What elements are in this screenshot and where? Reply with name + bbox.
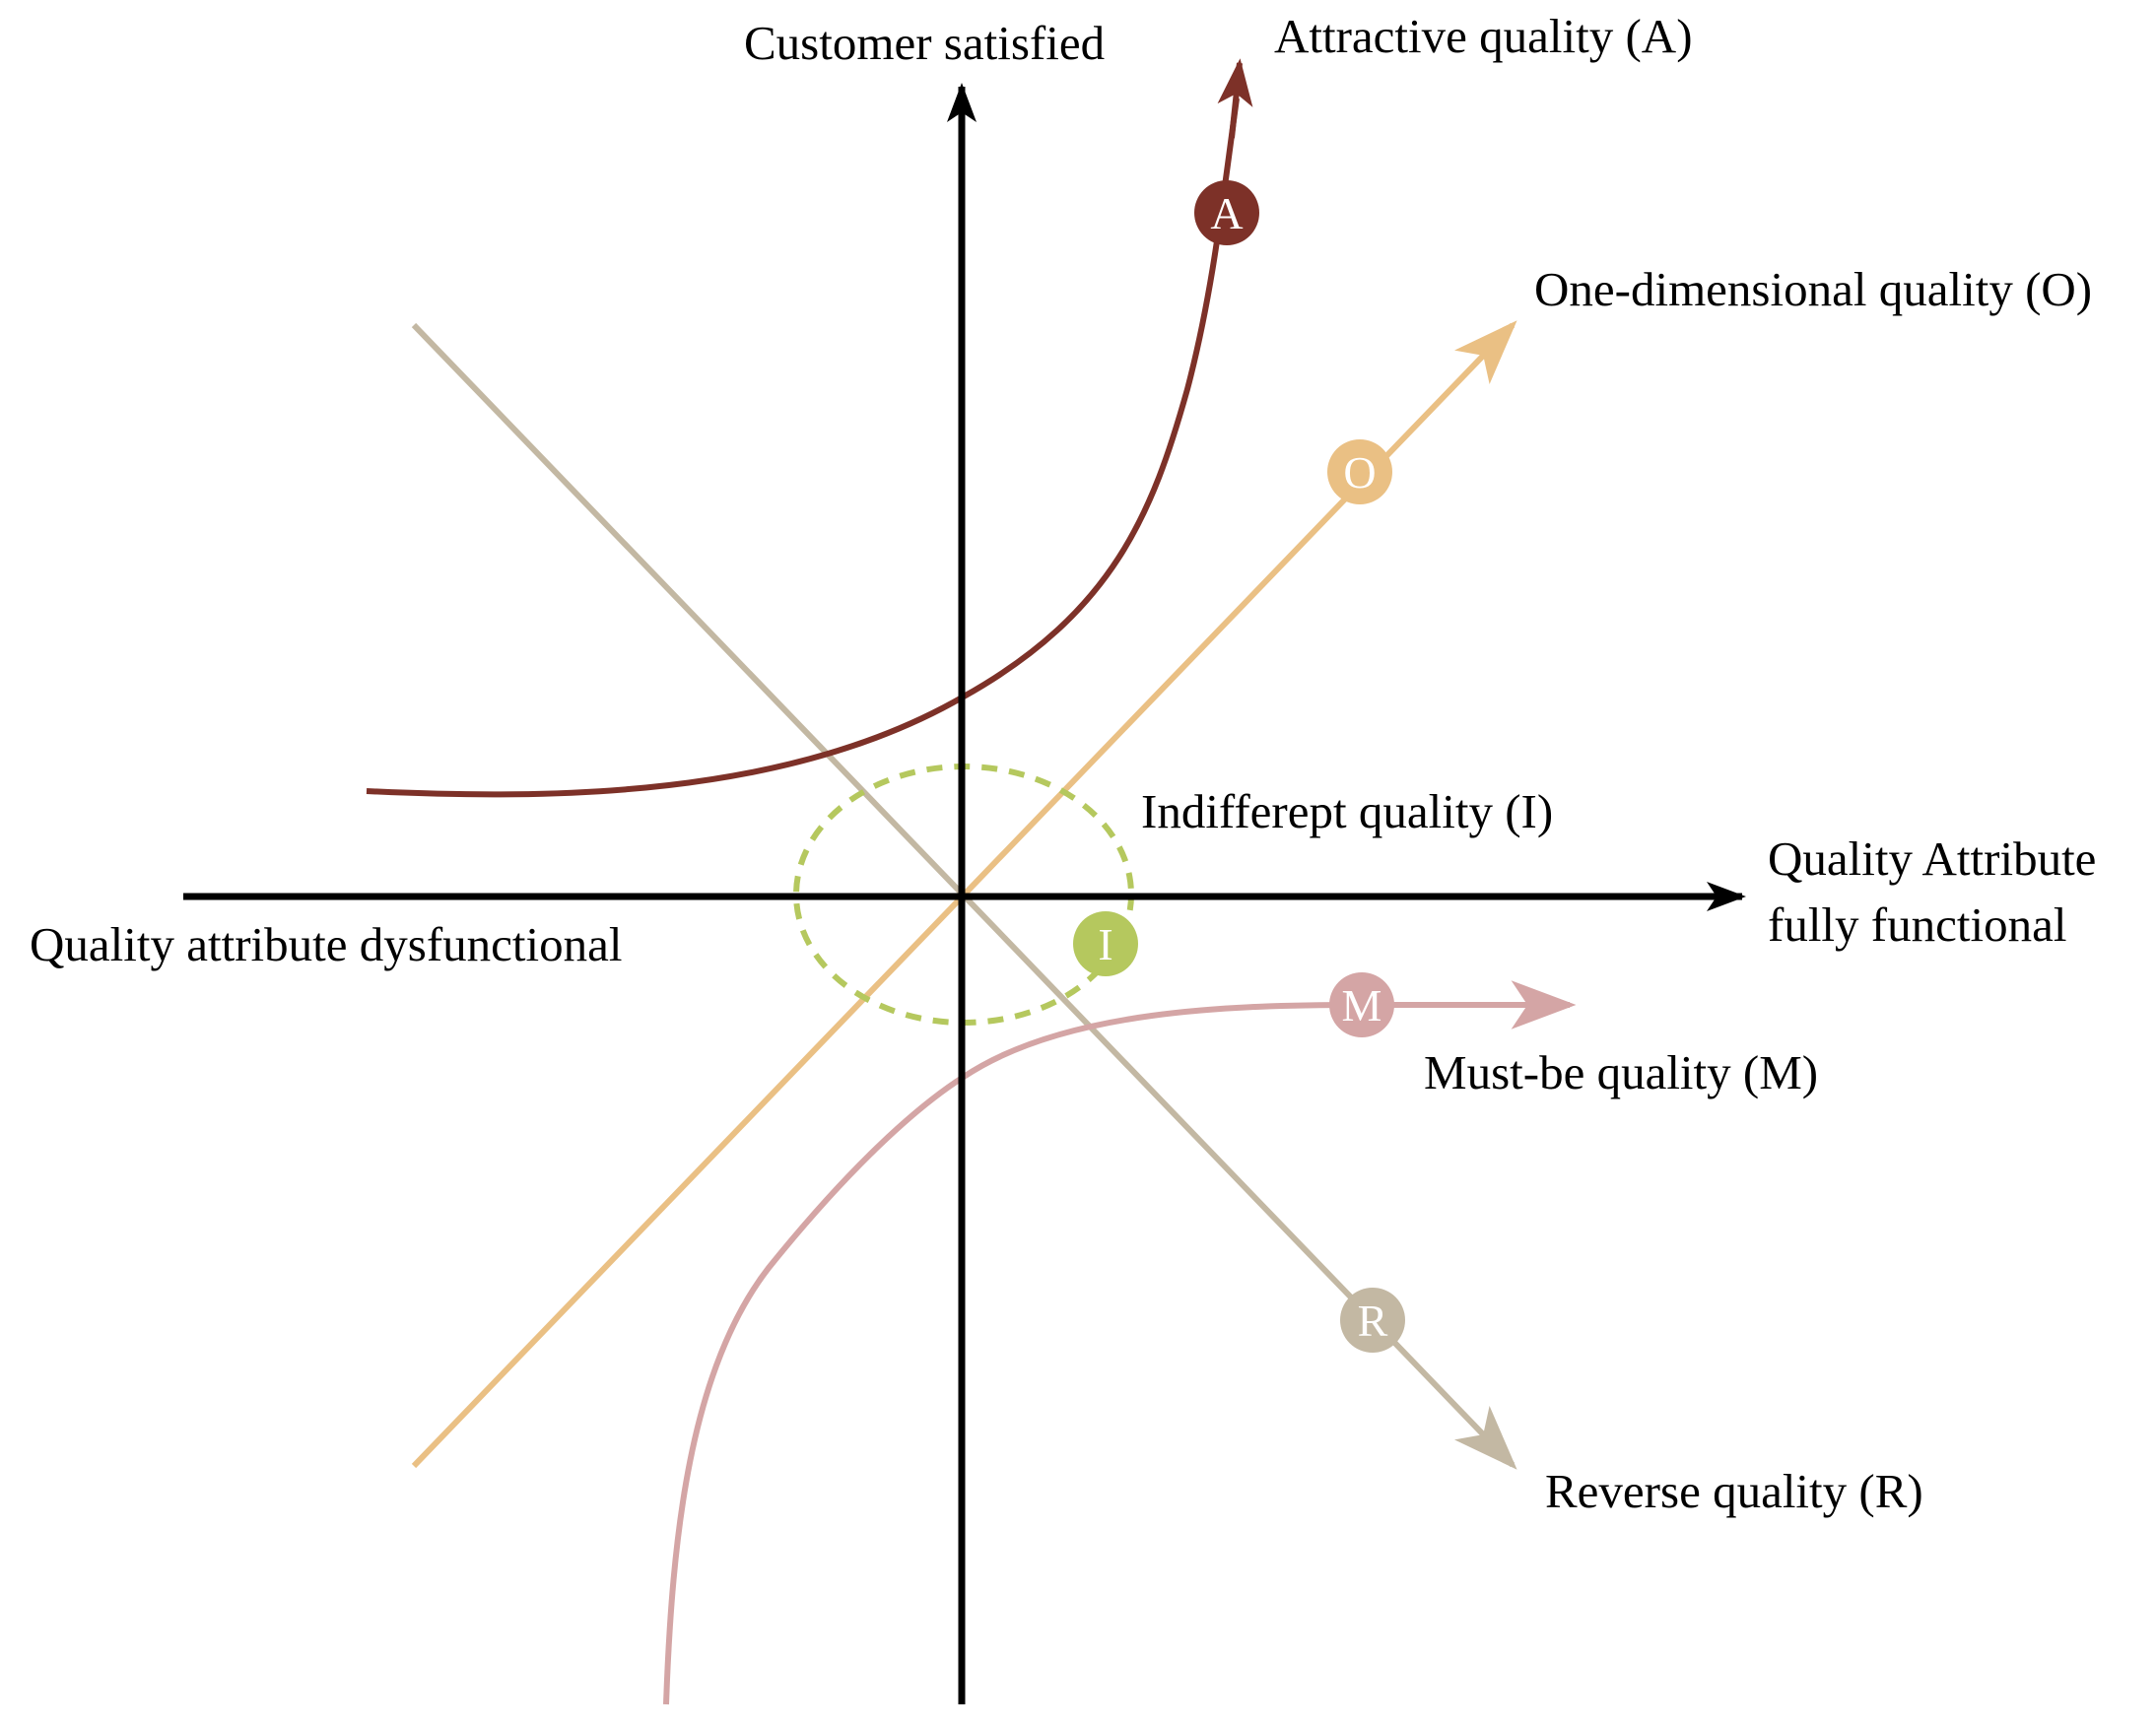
indifferent-quality-label: Indifferept quality (I) [1141, 784, 1553, 838]
badge-one-dimensional: O [1327, 439, 1392, 504]
badge-must-be-text: M [1342, 980, 1382, 1030]
badge-indifferent: I [1073, 911, 1138, 976]
badge-reverse-text: R [1358, 1296, 1388, 1346]
badge-attractive: A [1194, 180, 1259, 245]
badge-attractive-text: A [1210, 188, 1243, 238]
badge-must-be: M [1329, 972, 1394, 1037]
badge-one-dimensional-text: O [1343, 447, 1376, 498]
must-be-quality-curve [663, 980, 1577, 1705]
attractive-quality-label: Attractive quality (A) [1274, 9, 1693, 63]
x-axis-right-label-line2: fully functional [1768, 897, 2066, 952]
reverse-quality-label: Reverse quality (R) [1545, 1464, 1923, 1518]
one-dimensional-quality-label: One-dimensional quality (O) [1534, 262, 2092, 316]
must-be-quality-label: Must-be quality (M) [1424, 1045, 1818, 1099]
y-axis-label: Customer satisfied [744, 16, 1105, 70]
x-axis-left-label: Quality attribute dysfunctional [30, 917, 622, 971]
attractive-quality-curve [366, 58, 1253, 798]
badge-reverse: R [1340, 1288, 1405, 1353]
x-axis-right-label-line1: Quality Attribute [1768, 831, 2096, 886]
badge-indifferent-text: I [1098, 919, 1112, 969]
